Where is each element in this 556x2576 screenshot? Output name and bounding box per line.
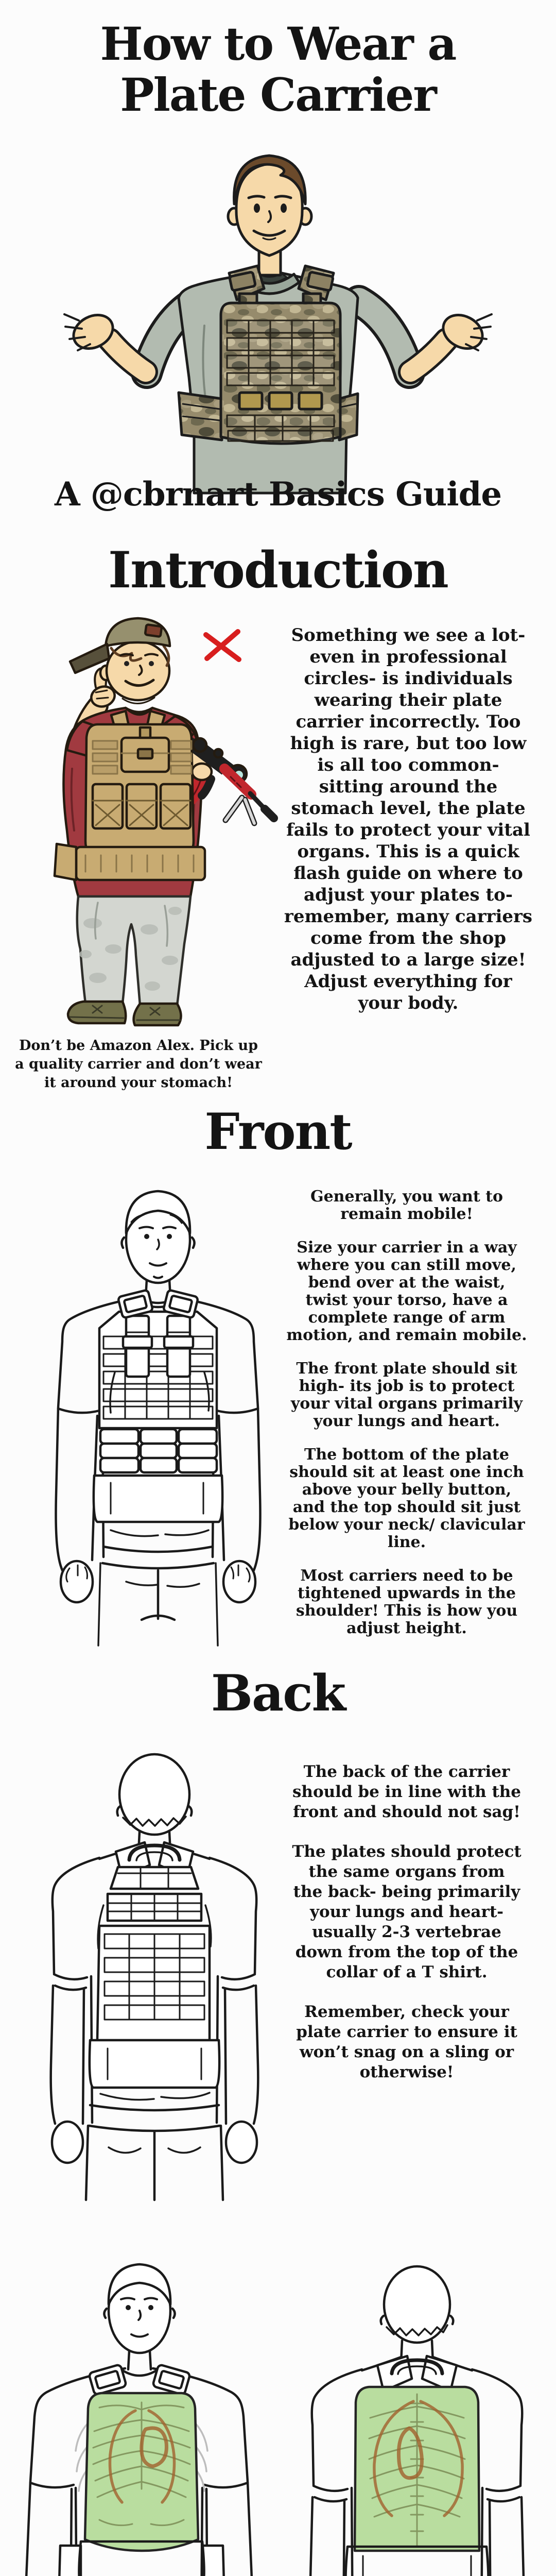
plate-carrier-camo [177,264,359,445]
tan-vest-low [53,709,206,882]
cap-and-face [68,617,171,704]
back-paragraph: The back of the carrier should be in lin… [292,1762,522,1821]
front-figure-illustration [55,1190,262,1647]
plate-coverage-back-illustration [309,2265,525,2576]
hair [233,154,307,206]
green-plate-front [83,2392,200,2552]
plate-coverage-front-illustration [25,2263,253,2576]
right-arm [343,285,493,389]
camo-pants [76,895,192,1007]
head [227,154,313,277]
front-paragraph: Size your carrier in a way where you can… [286,1239,527,1344]
page-title: How to Wear a Plate Carrier [0,19,556,121]
front-text-column: Generally, you want to remain mobile! Si… [286,1188,527,1653]
title-line-2: Plate Carrier [120,68,437,122]
front-paragraph: Most carriers need to be tightened upwar… [296,1567,518,1637]
back-figure-illustration [49,1753,259,2201]
back-paragraph: Remember, check your plate carrier to en… [296,2003,517,2081]
shoes [66,1000,182,1027]
back-text-column: The back of the carrier should be in lin… [291,1762,522,2102]
introduction-heading: Introduction [108,541,449,599]
front-paragraph: The bottom of the plate should sit at le… [288,1446,525,1551]
front-paragraph: Generally, you want to remain mobile! [310,1188,503,1223]
subtitle: A @cbrnart Basics Guide [54,475,502,514]
back-heading: Back [211,1664,346,1722]
front-heading: Front [204,1103,352,1161]
red-x-icon [203,629,241,662]
back-paragraph: The plates should protect the same organ… [292,1842,522,1981]
shrug-man-illustration [63,154,493,495]
title-line-1: How to Wear a [100,17,457,71]
amazon-alex-illustration [53,617,278,1027]
shrug-man [63,154,493,495]
green-plate-back [353,2385,481,2552]
introduction-body: Something we see a lot- even in professi… [284,625,533,1013]
left-arm [63,285,213,389]
introduction-caption: Don’t be Amazon Alex. Pick up a quality … [15,1038,262,1091]
grip-hand [190,762,213,782]
front-paragraph: The front plate should sit high- its job… [290,1360,523,1430]
